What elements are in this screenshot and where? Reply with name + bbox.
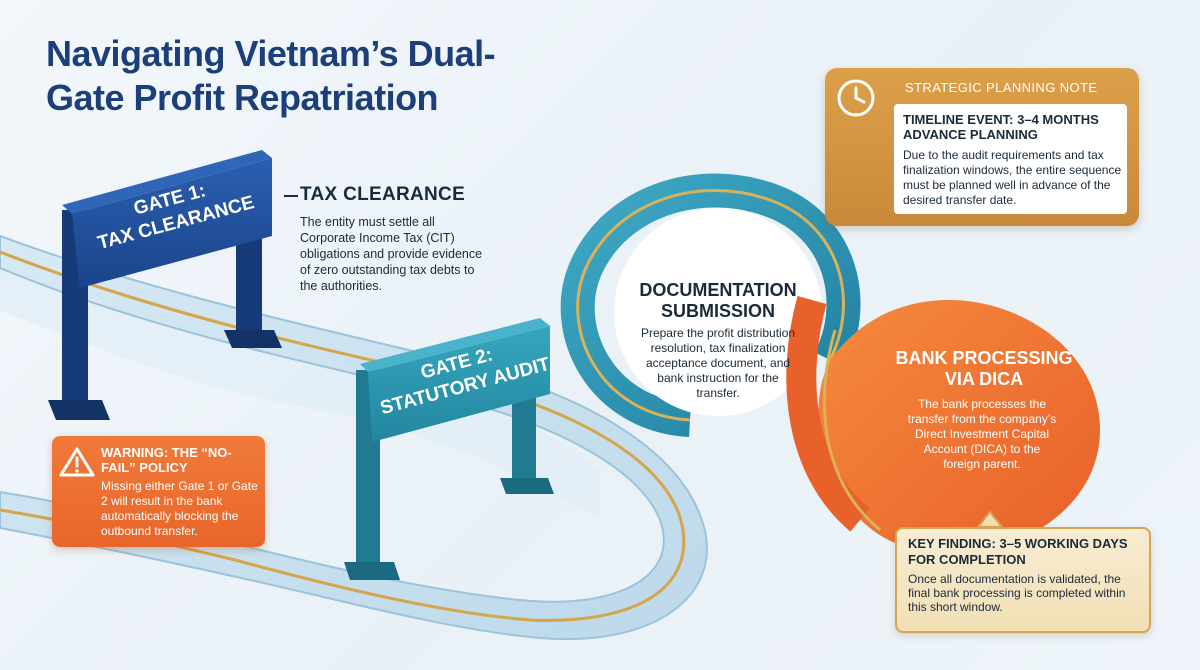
documentation-ring-line — [576, 189, 845, 422]
warning-heading: WARNING: THE “NO-FAIL” POLICY — [101, 445, 232, 475]
warning-triangle-icon — [59, 447, 95, 477]
bank-processing-description: The bank processes the transfer from the… — [907, 397, 1057, 471]
documentation-center — [614, 208, 822, 416]
planning-note-heading: TIMELINE EVENT: 3–4 MONTHS ADVANCE PLANN… — [903, 112, 1099, 142]
planning-note-body: Due to the audit requirements and tax fi… — [903, 148, 1122, 207]
bank-ring-outer — [786, 296, 870, 532]
tax-clearance-description: The entity must settle all Corporate Inc… — [300, 215, 483, 293]
planning-note-label: STRATEGIC PLANNING NOTE — [905, 80, 1098, 95]
warning-body: Missing either Gate 1 or Gate 2 will res… — [101, 479, 258, 538]
bank-ring-line — [822, 329, 881, 532]
key-finding-heading: KEY FINDING: 3–5 WORKING DAYS FOR COMPLE… — [908, 536, 1128, 567]
page-title: Navigating Vietnam’s Dual-Gate Profit Re… — [46, 33, 496, 118]
documentation-description: Prepare the profit distribution resoluti… — [640, 326, 796, 400]
key-finding-body: Once all documentation is validated, the… — [908, 572, 1126, 614]
clock-icon — [837, 79, 875, 117]
road-centerline — [0, 250, 686, 622]
gate-2-structure — [344, 318, 554, 580]
bank-processing-heading: BANK PROCESSING VIA DICA — [895, 348, 1073, 389]
documentation-heading: DOCUMENTATION SUBMISSION — [639, 280, 797, 321]
tax-clearance-heading: TAX CLEARANCE — [300, 184, 466, 205]
key-finding-card — [895, 527, 1151, 633]
planning-note-content — [894, 104, 1127, 214]
bank-ring — [818, 300, 1100, 554]
gate-1-structure — [48, 150, 282, 420]
warning-card — [52, 436, 265, 547]
